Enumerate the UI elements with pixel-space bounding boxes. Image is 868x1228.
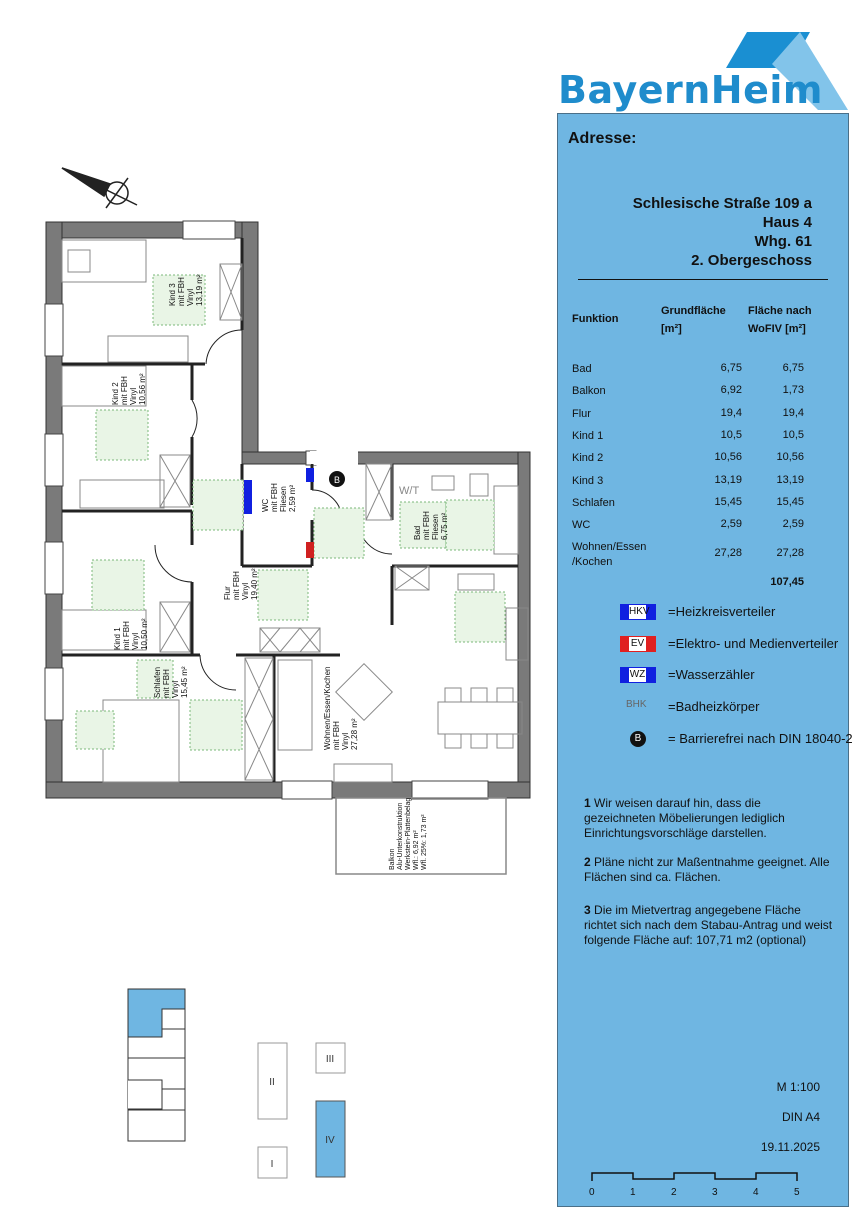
site-label-4: IV	[325, 1135, 335, 1146]
turning-circles	[75, 274, 506, 751]
divider	[578, 279, 828, 280]
row-ground-area: 13,19	[714, 473, 742, 486]
row-name: Schlafen	[572, 496, 615, 509]
row-name: WC	[572, 519, 591, 532]
table-row: Balkon 6,92 1,73	[572, 384, 804, 406]
table-row: Kind 3 13,19 13,19	[572, 474, 804, 496]
ev-marker	[306, 542, 314, 558]
room-label-schlafen: Schlafenmit FBHVinyl15,45 m²	[153, 666, 189, 698]
room-label-balkon: BalkonAlu-UnterkonstruktionWerkstein-Pla…	[389, 798, 428, 870]
logo: BayernHeim	[558, 68, 823, 112]
row-wofiv-area: 13,19	[776, 473, 804, 486]
row-wofiv-area: 27,28	[776, 547, 804, 560]
note-1: 1 Wir weisen darauf hin, dass die gezeic…	[584, 796, 785, 840]
room-label-bad: Badmit FBHFliesen6,75 m²	[413, 511, 449, 540]
row-wofiv-area: 1,73	[782, 384, 804, 397]
balcony	[335, 797, 507, 875]
barrier-free-icon: B	[630, 731, 646, 747]
table-row: Schlafen 15,45 15,45	[572, 496, 804, 518]
windows	[44, 220, 489, 800]
header-function: Funktion	[572, 313, 619, 325]
row-name: Kind 3	[572, 474, 604, 487]
table-row: Wohnen/Essen /Kochen 27,28 27,28	[572, 540, 804, 568]
row-name: Kind 1	[572, 429, 604, 442]
scale-tick: 3	[712, 1187, 718, 1198]
row-ground-area: 10,5	[720, 428, 742, 441]
scale-tick: 1	[630, 1187, 636, 1198]
hkv-marker	[244, 480, 252, 514]
scale-tick: 0	[589, 1187, 595, 1198]
barrier-free-marker: B	[334, 475, 340, 485]
address-house: Haus 4	[762, 214, 812, 231]
address-floor: 2. Obergeschoss	[691, 252, 812, 269]
doors	[154, 329, 393, 691]
table-row: Kind 1 10,5 10,5	[572, 429, 804, 451]
row-wofiv-area: 10,56	[776, 451, 804, 464]
row-wofiv-area: 2,59	[782, 518, 804, 531]
wz-marker	[306, 468, 314, 482]
row-wofiv-area: 19,4	[782, 406, 804, 419]
room-label-flur: Flurmit FBHVinyl19,40 m²	[223, 568, 259, 600]
info-panel: Adresse: Schlesische Straße 109 a Haus 4…	[557, 113, 853, 1207]
room-label-kind2: Kind 2mit FBHVinyl10,56 m²	[111, 373, 147, 405]
address-label: Adresse:	[568, 130, 637, 147]
note-2: 2 Pläne nicht zur Maßentnahme geeignet. …	[584, 855, 830, 884]
room-label-wohnen: Wohnen/Essen/Kochenmit FBHVinyl27,28 m²	[323, 667, 359, 750]
row-ground-area: 19,4	[720, 406, 742, 419]
room-label-wc: WCmit FBHFliesen2,59 m²	[261, 483, 297, 512]
bhk-label: BHK	[626, 699, 647, 710]
site-label-1: I	[271, 1159, 274, 1170]
date: 19.11.2025	[760, 1140, 820, 1154]
table-row: WC 2,59 2,59	[572, 518, 804, 540]
furniture	[61, 239, 529, 783]
site-label-3: III	[326, 1054, 334, 1065]
row-wofiv-area: 6,75	[782, 362, 804, 374]
row-name: Kind 2	[572, 452, 604, 465]
row-name: Flur	[572, 407, 591, 420]
ev-icon: EV	[620, 636, 656, 652]
wz-icon: WZ	[620, 667, 656, 683]
row-ground-area: 10,56	[714, 451, 742, 464]
row-wofiv-area: 15,45	[776, 495, 804, 508]
address-street: Schlesische Straße 109 a	[632, 195, 812, 212]
address-unit: Whg. 61	[754, 233, 812, 250]
row-name: Balkon	[572, 385, 606, 398]
scale-bar	[591, 1172, 798, 1181]
table-row: Flur 19,4 19,4	[572, 407, 804, 429]
paper-size: DIN A4	[781, 1110, 820, 1124]
table-row: Bad 6,75 6,75	[572, 362, 804, 384]
site-label-2: II	[269, 1077, 275, 1088]
header-ground: Grundfläche[m²]	[661, 305, 726, 335]
wt-label: W/T	[399, 485, 419, 497]
site-plan	[127, 988, 346, 1179]
row-ground-area: 15,45	[714, 495, 742, 508]
scale-tick: 2	[671, 1187, 677, 1198]
row-ground-area: 2,59	[720, 518, 742, 531]
room-label-kind1: Kind 1mit FBHVinyl10,50 m²	[113, 618, 149, 650]
floor-plan: B W/T Kind 3mit FBHVinyl13,19 m² Kind 2m…	[44, 167, 531, 1179]
row-ground-area: 6,92	[720, 384, 742, 397]
table-row: Kind 2 10,56 10,56	[572, 451, 804, 473]
hkv-icon: HKV	[620, 604, 656, 620]
scale-tick: 4	[753, 1187, 759, 1198]
note-3: 3 Die im Mietvertrag angegebene Fläche r…	[584, 903, 833, 947]
row-name: Wohnen/Essen /Kochen	[572, 541, 647, 569]
scale-tick: 5	[794, 1187, 800, 1198]
row-ground-area: 27,28	[714, 547, 742, 560]
row-wofiv-area: 10,5	[782, 428, 804, 441]
north-arrow-icon	[61, 167, 138, 209]
barrier-free-marker-icon	[329, 471, 345, 487]
room-label-kind3: Kind 3mit FBHVinyl13,19 m²	[168, 274, 204, 306]
row-name: Bad	[572, 363, 592, 375]
address: Schlesische Straße 109 a Haus 4 Whg. 61 …	[633, 194, 812, 270]
logo-roof-icon	[726, 32, 848, 110]
area-total: 107,45	[770, 576, 804, 588]
row-ground-area: 6,75	[720, 362, 742, 374]
scale-text: M 1:100	[776, 1080, 820, 1094]
